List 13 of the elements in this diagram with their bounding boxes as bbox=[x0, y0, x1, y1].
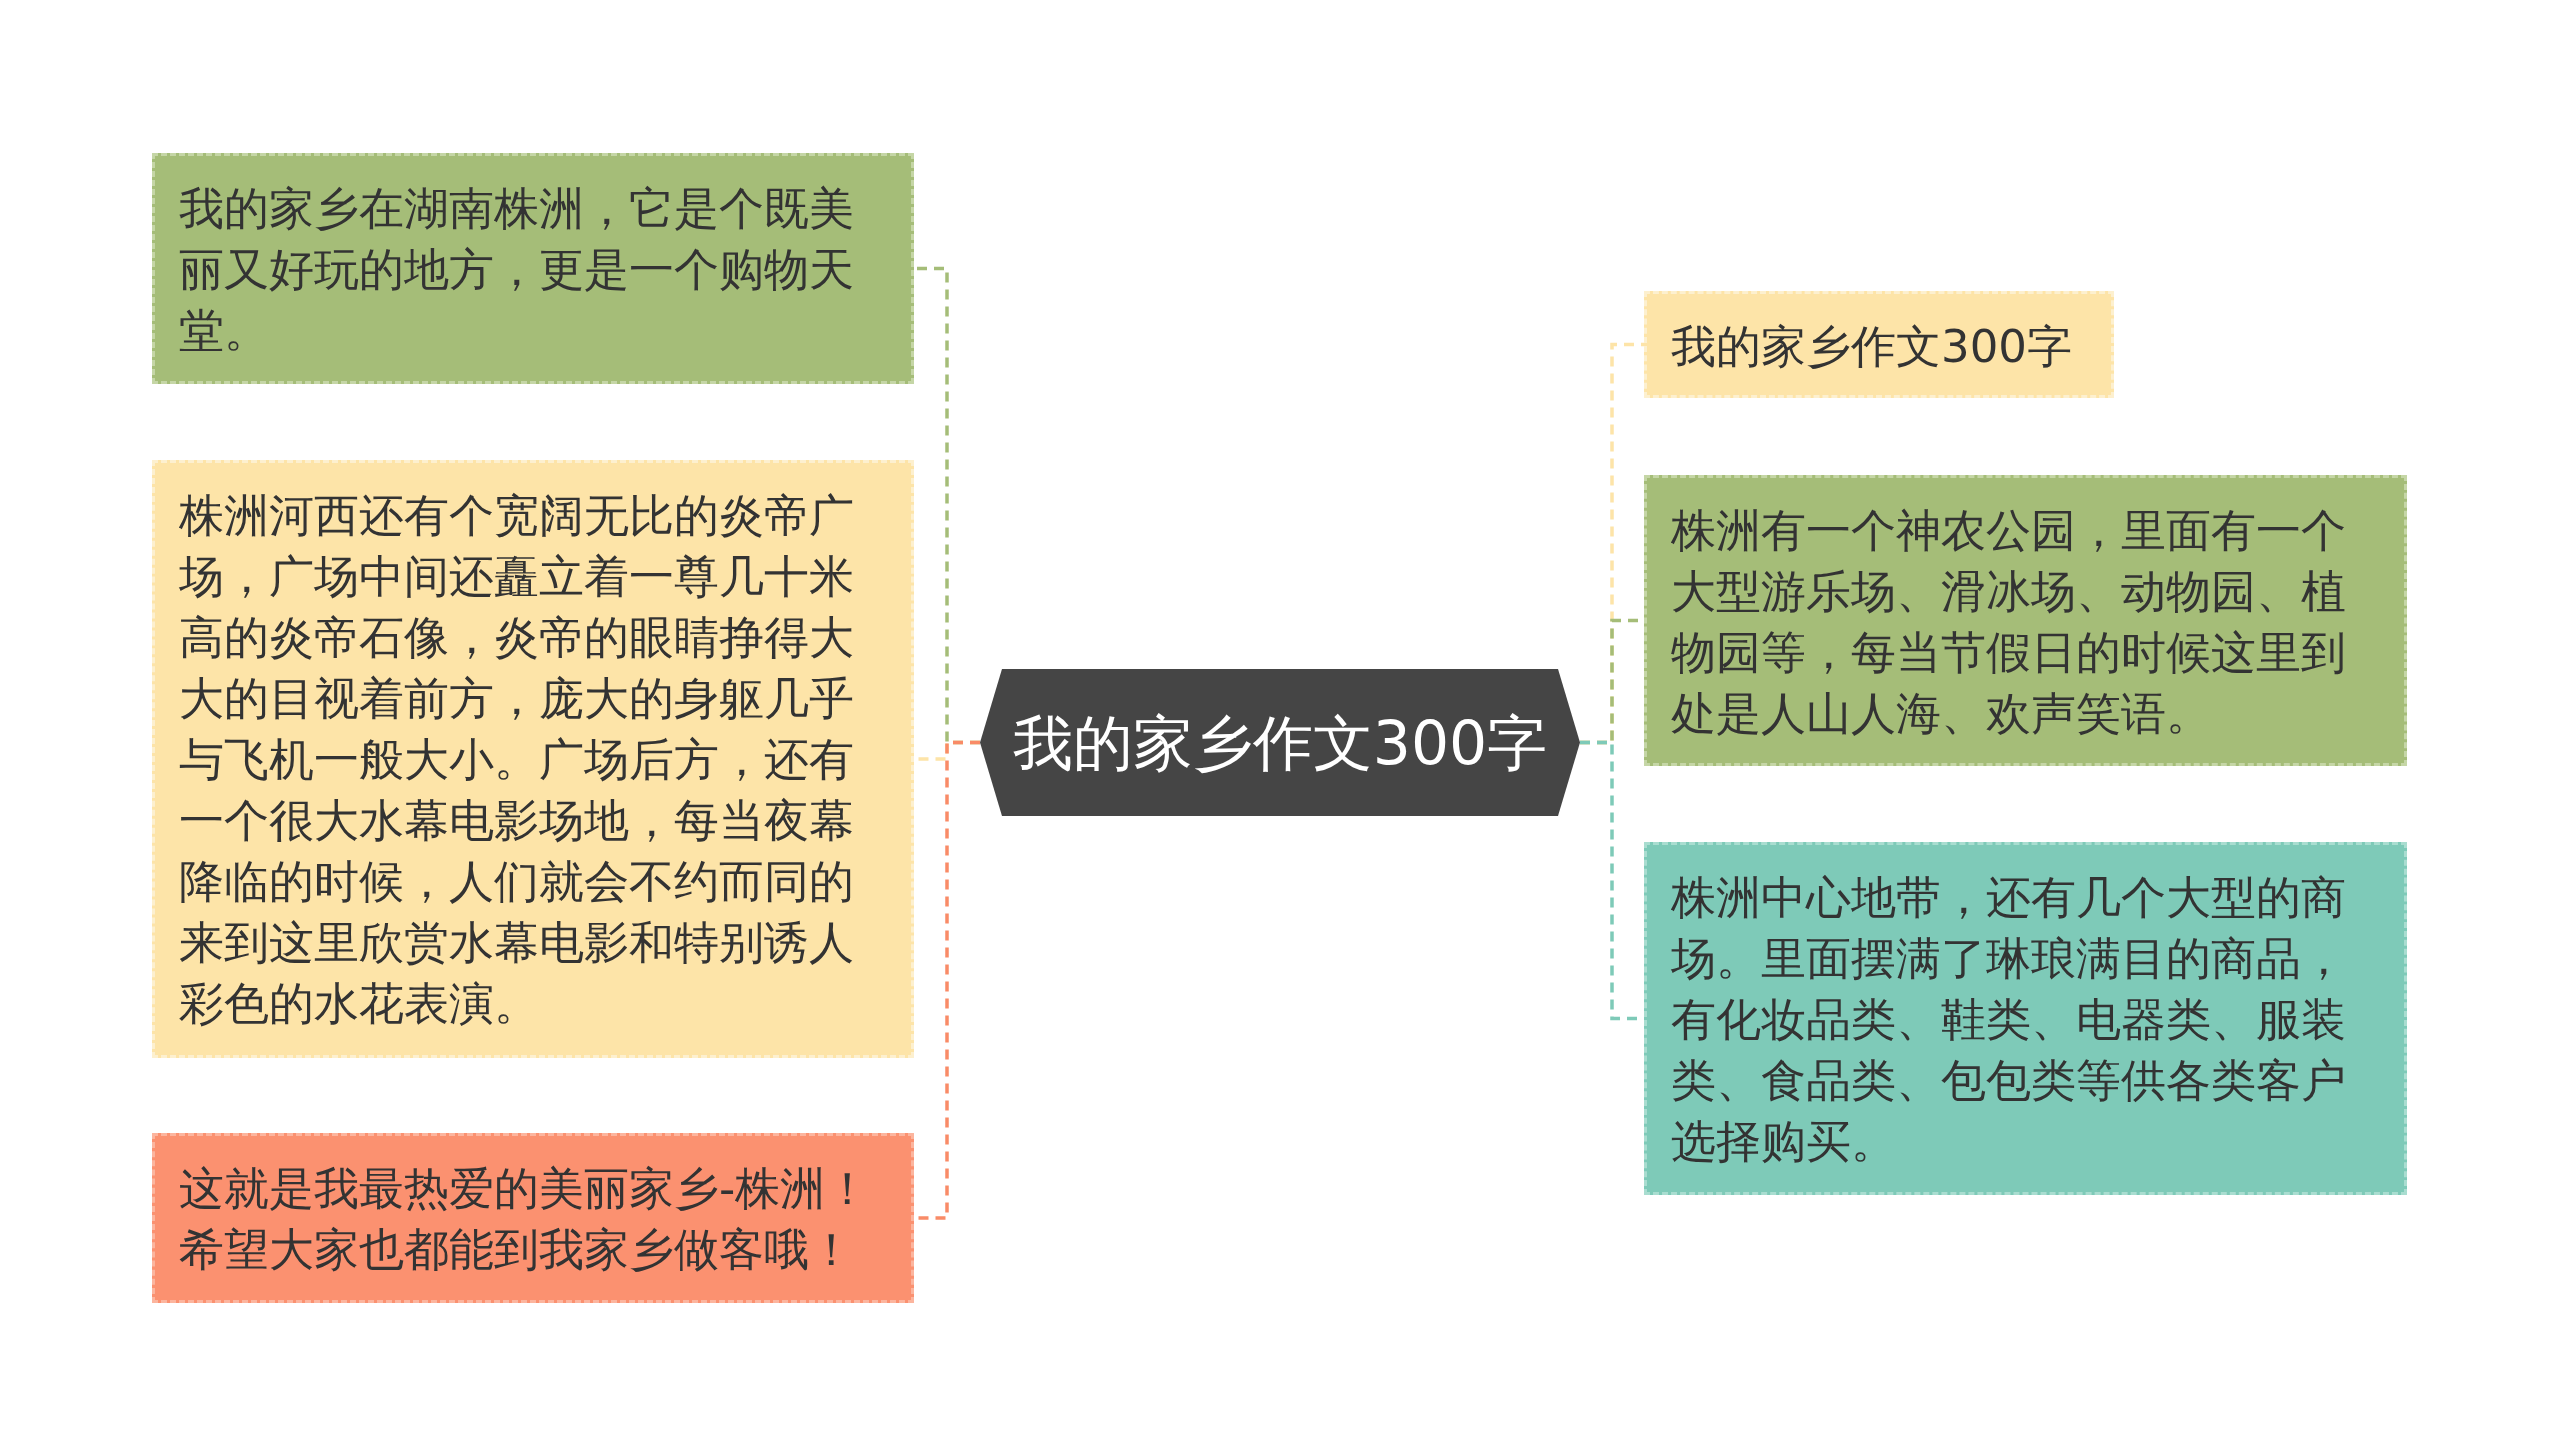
topic-text: 株洲河西还有个宽阔无比的炎帝广场，广场中间还矗立着一尊几十米高的炎帝石像，炎帝的眼睛挣得大大的目视着前方，庞大的身躯几乎与飞机一般大小。广场后方，还有一个很大水幕电影场地，每当夜幕降临的时候，人们就会不约而同的来到这里欣赏水幕电影和特别诱人彩色的水花表演。 bbox=[179, 488, 855, 1032]
topic-box bbox=[1644, 842, 2407, 1195]
topic-text: 这就是我最热爱的美丽家乡-株洲！希望大家也都能到我家乡做客哦！ bbox=[179, 1161, 872, 1278]
topic-text: 我的家乡作文300字 bbox=[1671, 319, 2073, 375]
topic-text: 我的家乡在湖南株洲，它是个既美丽又好玩的地方，更是一个购物天堂。 bbox=[179, 181, 855, 359]
topic-box bbox=[1644, 475, 2407, 766]
topic-box bbox=[152, 153, 914, 384]
topic-box bbox=[152, 460, 914, 1058]
topic-text: 我的家乡作文300字 bbox=[1011, 706, 1549, 779]
topic-box bbox=[152, 1133, 914, 1303]
topic-text: 株洲有一个神农公园，里面有一个大型游乐场、滑冰场、动物园、植物园等，每当节假日的时候这里到处是人山人海、欢声笑语。 bbox=[1671, 503, 2347, 742]
topic-text: 株洲中心地带，还有几个大型的商场。里面摆满了琳琅满目的商品，有化妆品类、鞋类、电器类、服装类、食品类、包包类等供各类客户选择购买。 bbox=[1671, 870, 2347, 1170]
topic-box bbox=[1644, 291, 2114, 398]
